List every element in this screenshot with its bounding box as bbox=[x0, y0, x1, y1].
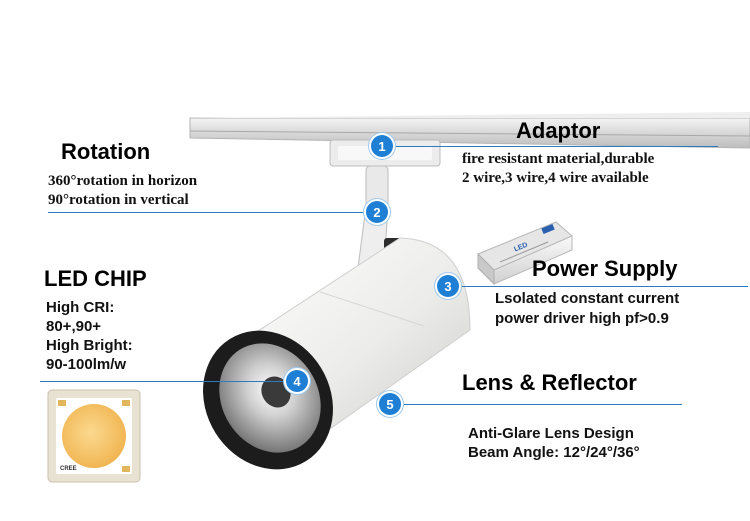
power-supply-line-2: power driver high pf>0.9 bbox=[495, 310, 669, 327]
adaptor-line-2: 2 wire,3 wire,4 wire available bbox=[462, 170, 649, 186]
lamp-body bbox=[203, 237, 471, 470]
callout-badge-4: 4 bbox=[286, 370, 308, 392]
callout-badge-5: 5 bbox=[379, 393, 401, 415]
adaptor-line-1: fire resistant material,durable bbox=[462, 151, 655, 167]
lens-line-2: Beam Angle: 12°/24°/36° bbox=[468, 444, 640, 461]
led-chip-line-4: 90-100lm/w bbox=[46, 356, 127, 373]
led-chip-line-2: 80+,90+ bbox=[46, 318, 102, 335]
power-supply-title: Power Supply bbox=[532, 256, 678, 281]
led-driver bbox=[477, 221, 573, 286]
power-supply-leader-line bbox=[452, 286, 748, 287]
led-chip-line-3: High Bright: bbox=[46, 337, 133, 354]
led-chip-title: LED CHIP bbox=[44, 266, 147, 291]
rotation-title: Rotation bbox=[61, 139, 151, 164]
callout-badge-1: 1 bbox=[371, 135, 393, 157]
lens-leader-line bbox=[392, 404, 682, 405]
callout-badge-2: 2 bbox=[366, 201, 388, 223]
lens-reflector-title: Lens & Reflector bbox=[462, 370, 637, 395]
rotation-line-1: 360°rotation in horizon bbox=[48, 173, 198, 189]
led-chip-leader-line bbox=[40, 381, 298, 382]
track-rail bbox=[189, 112, 750, 149]
adaptor-leader-line bbox=[390, 146, 718, 147]
rotation-line-2: 90°rotation in vertical bbox=[48, 192, 189, 208]
power-supply-line-1: Lsolated constant current bbox=[495, 290, 680, 307]
led-chip bbox=[47, 389, 141, 483]
lens-line-1: Anti-Glare Lens Design bbox=[468, 425, 634, 442]
chip-brand-mark: CREE bbox=[60, 466, 77, 472]
led-chip-line-1: High CRI: bbox=[46, 299, 115, 316]
callout-badge-3: 3 bbox=[437, 275, 459, 297]
rotation-leader-line bbox=[48, 212, 378, 213]
adaptor-title: Adaptor bbox=[516, 118, 601, 143]
